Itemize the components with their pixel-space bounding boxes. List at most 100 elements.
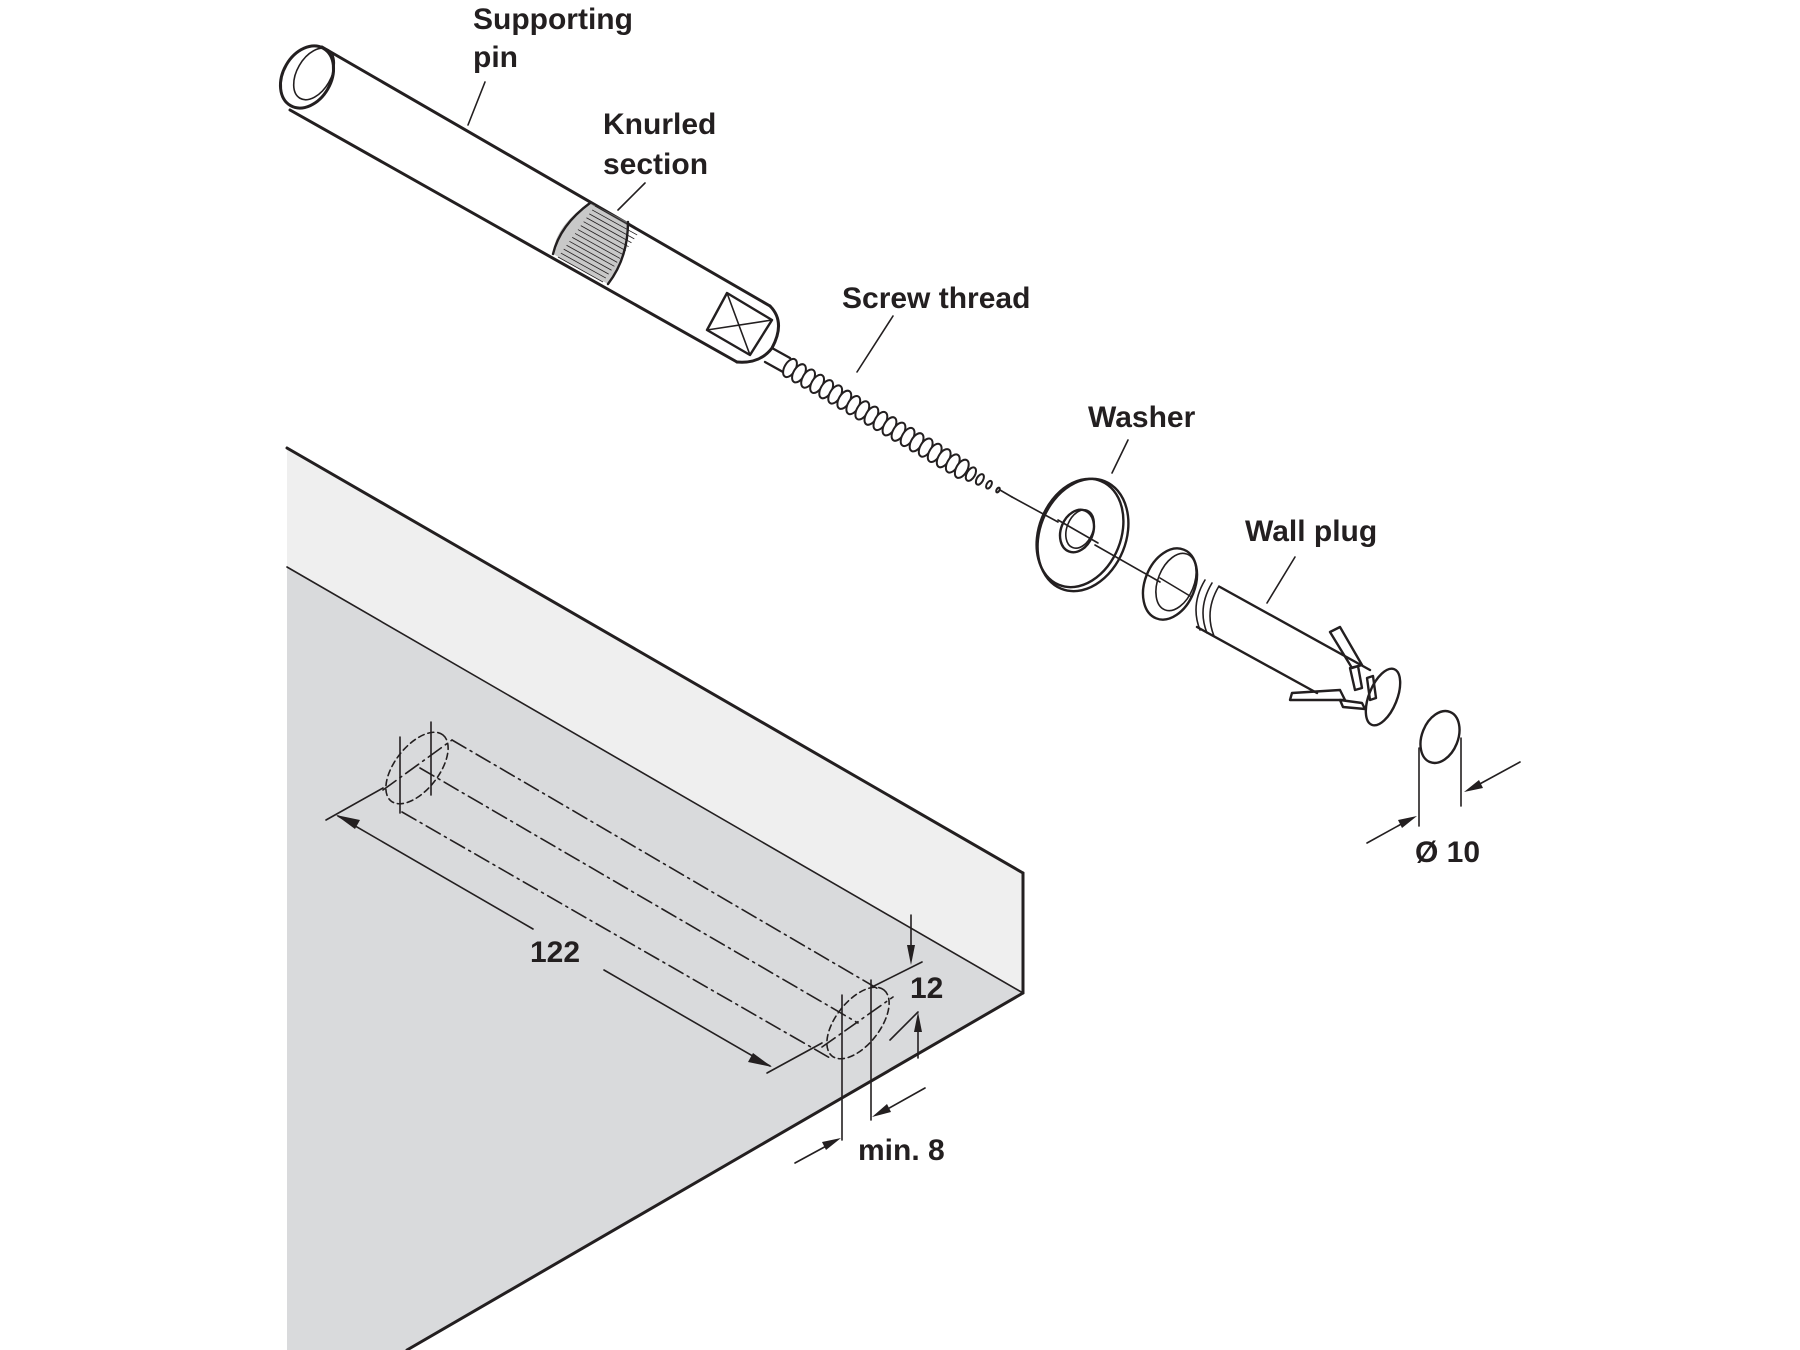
dia-arrow-left bbox=[1398, 816, 1417, 828]
plug-body bbox=[1190, 590, 1390, 710]
shelf: 122 12 min. 8 bbox=[285, 446, 1025, 1350]
socket-cross-b bbox=[726, 292, 751, 356]
dimension-hole-spacing: 122 bbox=[325, 787, 823, 1074]
knurl-line bbox=[566, 244, 612, 271]
dim-12-arrow-top bbox=[907, 945, 915, 965]
knurl-line bbox=[591, 209, 638, 236]
dim-122-extension-right bbox=[766, 1042, 823, 1074]
drill-diameter-detail: Ø 10 bbox=[1366, 709, 1521, 869]
dim-122-arrow-left bbox=[336, 815, 360, 829]
dimension-edge-distance: 12 bbox=[871, 914, 943, 1059]
dim-122-line-a bbox=[337, 815, 534, 930]
knurl-left-edge bbox=[551, 201, 592, 256]
dim-12-label: 12 bbox=[910, 972, 943, 1005]
hole-1-axis bbox=[382, 739, 453, 791]
knurl-line bbox=[557, 256, 604, 283]
washer-axis bbox=[1057, 519, 1099, 544]
hole-connector-lower bbox=[401, 811, 831, 1059]
knurl-hatching bbox=[557, 205, 641, 283]
dim-122-label: 122 bbox=[530, 936, 580, 969]
hole-connector-upper bbox=[451, 739, 881, 991]
drill-hole-2 bbox=[821, 979, 894, 1141]
supporting-pin bbox=[278, 44, 780, 364]
label-screw-thread: Screw thread bbox=[842, 282, 1030, 373]
dim-122-line-b bbox=[603, 969, 771, 1067]
drill-hole-ellipse bbox=[1419, 709, 1461, 765]
dim-122-extension-left bbox=[325, 787, 384, 821]
knurl-line bbox=[586, 217, 632, 244]
pin-top-edge bbox=[320, 45, 772, 308]
hole-2-outline bbox=[826, 986, 890, 1060]
label-washer: Washer bbox=[1088, 401, 1196, 474]
knurl-line bbox=[583, 221, 629, 248]
knurl-line bbox=[589, 213, 635, 240]
wall-plug bbox=[1141, 547, 1402, 727]
assembly-axis-2 bbox=[1094, 544, 1161, 583]
label-supporting-pin-line-2: pin bbox=[473, 41, 518, 74]
dim-min8-label: min. 8 bbox=[858, 1134, 945, 1167]
screw-coil bbox=[974, 473, 985, 486]
dia-arrow-right bbox=[1464, 780, 1483, 792]
assembly-axis-1 bbox=[1011, 496, 1059, 523]
screw-shank-top bbox=[770, 346, 792, 360]
plug-slot-2 bbox=[1365, 674, 1378, 702]
washer-hole-inner bbox=[1065, 509, 1095, 549]
knurl-line bbox=[580, 225, 626, 251]
shelf-edge-face bbox=[287, 448, 1023, 993]
dim-min8-arrow-left bbox=[822, 1138, 841, 1150]
knurl-line bbox=[594, 205, 641, 232]
pin-bottom-edge bbox=[288, 108, 739, 364]
screw-shank-bottom bbox=[763, 360, 785, 374]
shelf-top-edge bbox=[285, 446, 1025, 875]
knurl-line bbox=[563, 248, 609, 275]
plug-slot-3 bbox=[1338, 698, 1367, 711]
plug-fin-bottom bbox=[1288, 688, 1347, 702]
knurl-right-edge bbox=[606, 220, 630, 286]
pin-body bbox=[290, 47, 772, 362]
knurled-band bbox=[551, 201, 641, 286]
pin-end-bore bbox=[292, 47, 336, 101]
label-screw-thread-text: Screw thread bbox=[842, 282, 1030, 315]
label-wall-plug: Wall plug bbox=[1245, 515, 1377, 604]
knurl-line bbox=[574, 233, 621, 259]
label-washer-text: Washer bbox=[1088, 401, 1196, 434]
label-supporting-pin: Supporting pin bbox=[467, 3, 633, 126]
dim-12-arrow-bottom bbox=[914, 1012, 922, 1032]
label-wall-plug-text: Wall plug bbox=[1245, 515, 1377, 548]
screw bbox=[763, 346, 1161, 583]
label-knurled-section: Knurled section bbox=[603, 108, 716, 211]
washer bbox=[1035, 477, 1130, 593]
dia-label: Ø 10 bbox=[1415, 836, 1480, 869]
shelf-front-bottom-edge bbox=[405, 991, 1025, 1350]
leader-knurled-section bbox=[617, 182, 646, 211]
knurl-line bbox=[560, 252, 607, 279]
leader-supporting-pin bbox=[467, 81, 486, 126]
plug-bottom-edge bbox=[1195, 625, 1319, 695]
plug-flange-outer bbox=[1141, 547, 1199, 621]
plug-fin-top bbox=[1328, 625, 1364, 670]
screw-coil bbox=[964, 466, 978, 482]
knurl-line bbox=[569, 240, 615, 267]
dim-12-extension-bottom bbox=[889, 1011, 919, 1041]
knurl-line bbox=[577, 229, 624, 255]
dim-min8-arrow-left-line bbox=[794, 1143, 831, 1164]
plug-axis bbox=[1159, 577, 1191, 597]
shelf-inner-edge bbox=[286, 566, 1024, 994]
label-supporting-pin-line-1: Supporting bbox=[473, 3, 633, 36]
label-knurled-line-2: section bbox=[603, 148, 708, 181]
shelf-underside-face bbox=[287, 567, 1023, 1350]
dim-12-extension-top bbox=[871, 961, 923, 988]
leader-screw-thread bbox=[856, 315, 894, 373]
dia-arrow-left-line bbox=[1366, 821, 1406, 844]
dim-min8-arrow-right-line bbox=[883, 1087, 926, 1112]
leader-wall-plug bbox=[1266, 556, 1296, 604]
dim-122-arrow-right bbox=[748, 1053, 772, 1067]
plug-flange-inner bbox=[1155, 552, 1197, 612]
knurl-line bbox=[572, 237, 618, 263]
dimension-min-depth: min. 8 bbox=[794, 1087, 945, 1167]
screw-coil bbox=[995, 486, 1001, 494]
screw-thread-coils bbox=[782, 357, 1001, 494]
dim-min8-arrow-right bbox=[872, 1104, 891, 1117]
